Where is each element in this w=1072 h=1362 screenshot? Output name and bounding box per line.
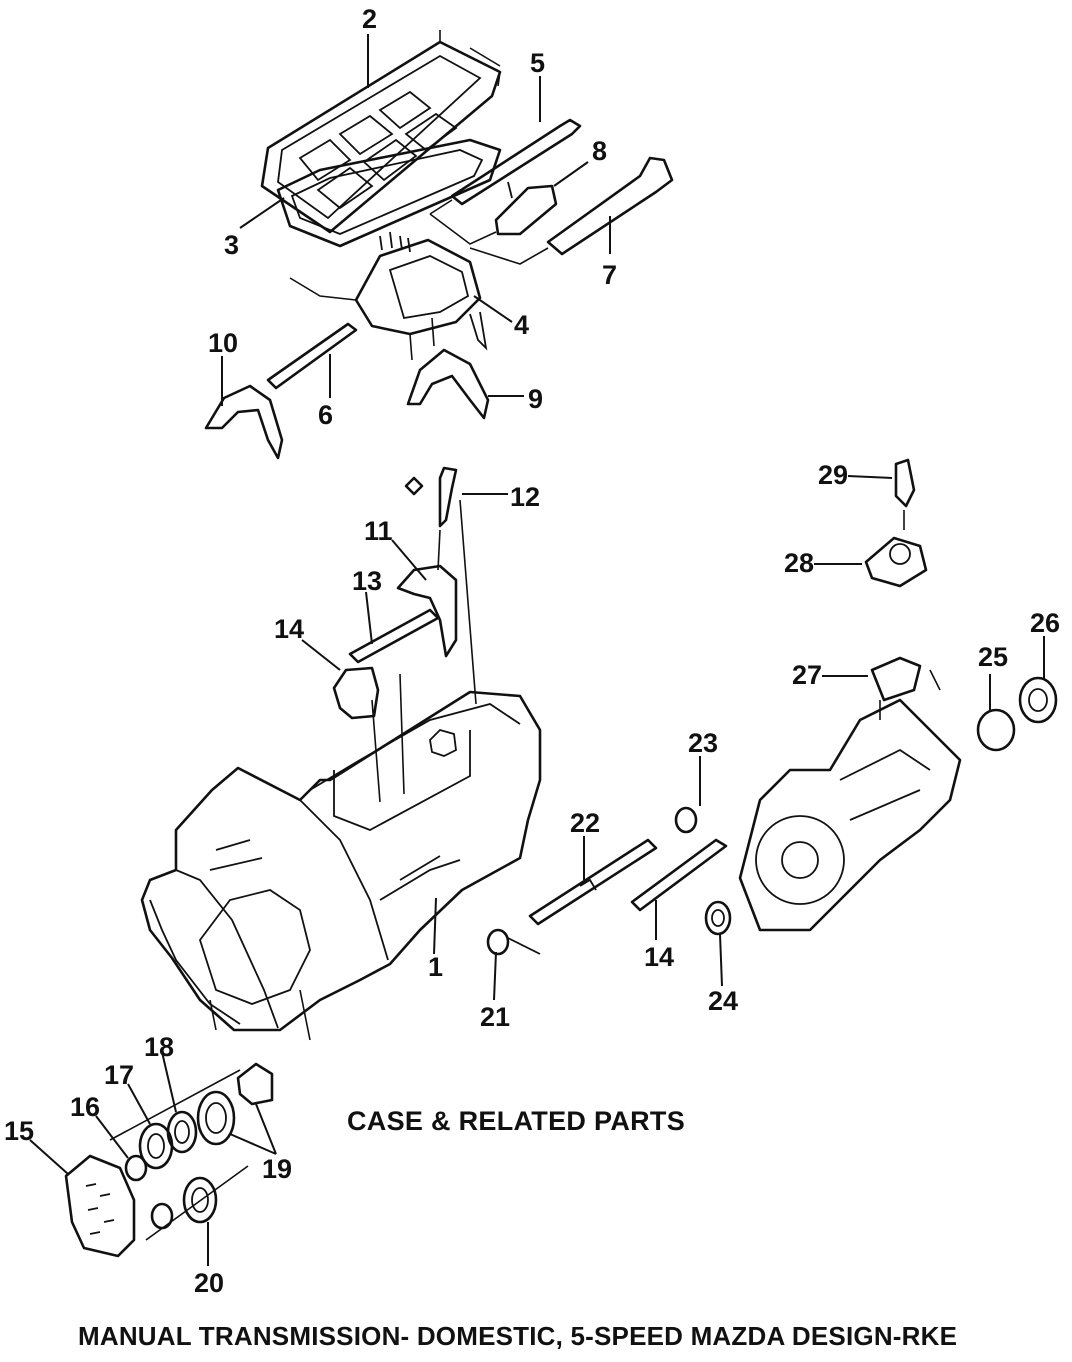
rod-14-lower bbox=[630, 838, 728, 912]
shift-rod-5 bbox=[429, 118, 582, 215]
bearing-18 bbox=[166, 1110, 198, 1154]
callout-16: 16 bbox=[70, 1092, 100, 1122]
callout-20: 20 bbox=[194, 1268, 224, 1298]
shift-fork-10 bbox=[204, 384, 284, 460]
bushing-23 bbox=[674, 806, 698, 834]
shift-housing bbox=[289, 231, 488, 361]
callout-11: 11 bbox=[364, 516, 393, 546]
callout-2: 2 bbox=[362, 4, 377, 34]
callout-5: 5 bbox=[530, 48, 545, 78]
callout-13: 13 bbox=[352, 566, 382, 596]
callout-6: 6 bbox=[318, 400, 333, 430]
cover-gasket bbox=[276, 138, 502, 248]
callout-23: 23 bbox=[688, 728, 718, 758]
bushing-25 bbox=[976, 708, 1016, 752]
callout-14-lower: 14 bbox=[644, 942, 674, 972]
callouts: 2 3 4 5 6 7 8 9 10 11 12 13 14 1 15 16 1… bbox=[4, 4, 1060, 1298]
callout-8: 8 bbox=[592, 136, 607, 166]
retainer-28 bbox=[864, 536, 928, 588]
callout-19: 19 bbox=[262, 1154, 292, 1184]
callout-29: 29 bbox=[818, 460, 848, 490]
oil-seal-26 bbox=[1018, 676, 1058, 724]
seal-21 bbox=[486, 928, 541, 956]
seal-19 bbox=[196, 1062, 274, 1146]
seal-24 bbox=[704, 900, 732, 936]
shift-fork-9 bbox=[406, 348, 490, 420]
callout-17: 17 bbox=[104, 1060, 134, 1090]
shift-lug-8 bbox=[429, 181, 558, 245]
shift-lug-14-upper bbox=[332, 666, 405, 803]
shift-rod-6 bbox=[266, 322, 358, 390]
callout-26: 26 bbox=[1030, 608, 1060, 638]
callout-7: 7 bbox=[602, 260, 617, 290]
callout-1: 1 bbox=[428, 952, 443, 982]
callout-10: 10 bbox=[208, 328, 238, 358]
leader-lines bbox=[29, 34, 1045, 1266]
transmission-case bbox=[140, 690, 542, 1041]
callout-28: 28 bbox=[784, 548, 814, 578]
callout-4: 4 bbox=[514, 310, 529, 340]
callout-22: 22 bbox=[570, 808, 600, 838]
shift-fork-11 bbox=[396, 529, 458, 658]
cover-27 bbox=[870, 656, 941, 720]
shift-rod-13 bbox=[348, 608, 440, 664]
page-title: MANUAL TRANSMISSION- DOMESTIC, 5-SPEED M… bbox=[78, 1321, 958, 1351]
callout-14-upper: 14 bbox=[274, 614, 304, 644]
callout-21: 21 bbox=[480, 1002, 510, 1032]
shift-rod-7 bbox=[469, 156, 674, 265]
bearing-20 bbox=[109, 1069, 249, 1241]
section-caption: CASE & RELATED PARTS bbox=[347, 1106, 686, 1136]
callout-9: 9 bbox=[528, 384, 543, 414]
shaft-22 bbox=[528, 838, 658, 926]
callout-15: 15 bbox=[4, 1116, 34, 1146]
callout-25: 25 bbox=[978, 642, 1008, 672]
extension-housing bbox=[738, 698, 962, 932]
callout-27: 27 bbox=[792, 660, 822, 690]
callout-12: 12 bbox=[510, 482, 540, 512]
front-cover-15 bbox=[64, 1154, 136, 1258]
callout-18: 18 bbox=[144, 1032, 174, 1062]
snap-ring-16 bbox=[124, 1154, 148, 1182]
shift-lever-12 bbox=[404, 466, 477, 705]
callout-3: 3 bbox=[224, 230, 239, 260]
callout-24: 24 bbox=[708, 986, 738, 1016]
sensor-29 bbox=[894, 458, 916, 530]
